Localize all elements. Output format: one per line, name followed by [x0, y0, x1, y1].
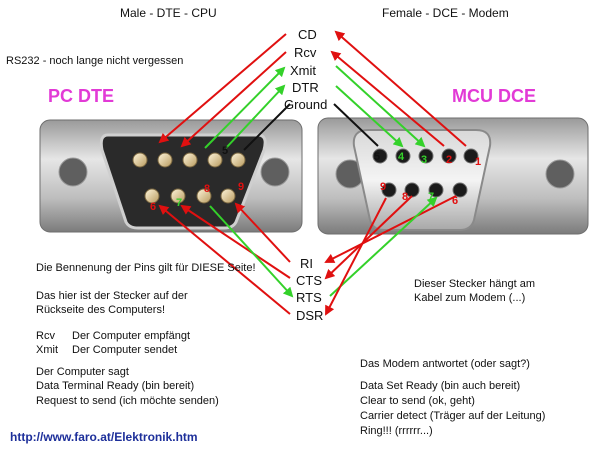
- left-pin-8: 8: [204, 183, 210, 195]
- cd-explanation: Carrier detect (Träger auf der Leitung): [360, 410, 546, 422]
- signal-ground: Ground: [284, 97, 328, 112]
- right-pin-9: 9: [380, 181, 386, 193]
- arrow-dtr-right: [335, 85, 404, 148]
- rcv-abbr: Rcv: [36, 330, 55, 342]
- xmit-abbr: Xmit: [36, 344, 58, 356]
- dtr-explanation: Data Terminal Ready (bin bereit): [36, 380, 195, 392]
- rcv-description: Der Computer empfängt: [72, 330, 190, 342]
- left-pin-7: 7: [176, 197, 182, 209]
- left-pin-6: 6: [150, 201, 156, 213]
- signal-rcv: Rcv: [294, 45, 317, 60]
- computer-says-note: Der Computer sagt: [36, 366, 129, 378]
- arrow-cts-right: [324, 195, 413, 280]
- right-pin-3: 3: [421, 154, 427, 166]
- pc-dte-label: PC DTE: [48, 86, 115, 106]
- cable-note-line1: Dieser Stecker hängt am: [414, 278, 536, 290]
- line-ground-right: [333, 103, 379, 147]
- cable-note-line2: Kabel zum Modem (...): [414, 292, 526, 304]
- arrow-xmit-right: [335, 65, 426, 148]
- left-db9-male-connector: [39, 119, 303, 233]
- arrow-cd-right: [334, 30, 467, 147]
- right-db9-female-connector: [317, 117, 589, 235]
- left-pin-numbers: 5 9 8 7 6: [150, 145, 244, 213]
- right-pin-2: 2: [446, 154, 452, 166]
- male-header: Male - DTE - CPU: [120, 6, 217, 20]
- arrow-rcv-left: [180, 51, 287, 148]
- line-ground-left: [243, 103, 291, 151]
- right-pin-1: 1: [475, 156, 481, 168]
- right-pin-7: 7: [428, 191, 434, 203]
- dsr-explanation: Data Set Ready (bin auch bereit): [360, 380, 521, 392]
- ring-explanation: Ring!!! (rrrrrr...): [360, 425, 433, 437]
- signal-xmit: Xmit: [290, 63, 316, 78]
- arrow-dtr-left: [225, 84, 286, 149]
- signal-rts: RTS: [296, 290, 322, 305]
- signal-cts: CTS: [296, 273, 322, 288]
- right-pin-5: 5: [374, 151, 380, 163]
- rts-explanation: Request to send (ich möchte senden): [36, 395, 219, 407]
- xmit-description: Der Computer sendet: [72, 344, 178, 356]
- arrow-rcv-right: [330, 50, 445, 147]
- rs232-note: RS232 - noch lange nicht vergessen: [6, 55, 184, 67]
- right-pin-numbers: 5 4 3 2 1 9 8 7 6: [374, 151, 481, 207]
- source-url-link[interactable]: http://www.faro.at/Elektronik.htm: [10, 430, 198, 444]
- signal-cd: CD: [298, 27, 317, 42]
- modem-answers-note: Das Modem antwortet (oder sagt?): [360, 358, 530, 370]
- arrow-dsr-right: [325, 197, 387, 316]
- arrow-cd-left: [158, 33, 287, 144]
- right-signal-arrows: [324, 30, 467, 316]
- arrow-cts-left: [180, 204, 291, 279]
- mcu-dce-label: MCU DCE: [452, 86, 536, 106]
- plug-note-line2: Rückseite des Computers!: [36, 304, 165, 316]
- signal-dsr: DSR: [296, 308, 324, 323]
- female-header: Female - DCE - Modem: [382, 6, 509, 20]
- signal-ri: RI: [300, 256, 313, 271]
- cts-explanation: Clear to send (ok, geht): [360, 395, 475, 407]
- right-pin-8: 8: [402, 191, 408, 203]
- right-pin-4: 4: [398, 151, 405, 163]
- arrow-dsr-left: [158, 204, 291, 315]
- arrow-ri-left: [234, 202, 291, 263]
- left-signal-arrows: [158, 33, 294, 315]
- signal-dtr: DTR: [292, 80, 319, 95]
- arrow-rts-left: [209, 205, 294, 298]
- plug-note-line1: Das hier ist der Stecker auf der: [36, 290, 188, 302]
- left-pin-5: 5: [222, 145, 228, 157]
- arrow-xmit-left: [204, 66, 286, 149]
- right-pin-6: 6: [452, 195, 458, 207]
- arrow-rts-right: [329, 196, 438, 297]
- pin-naming-note: Die Bennenung der Pins gilt für DIESE Se…: [36, 262, 256, 274]
- left-pin-9: 9: [238, 181, 244, 193]
